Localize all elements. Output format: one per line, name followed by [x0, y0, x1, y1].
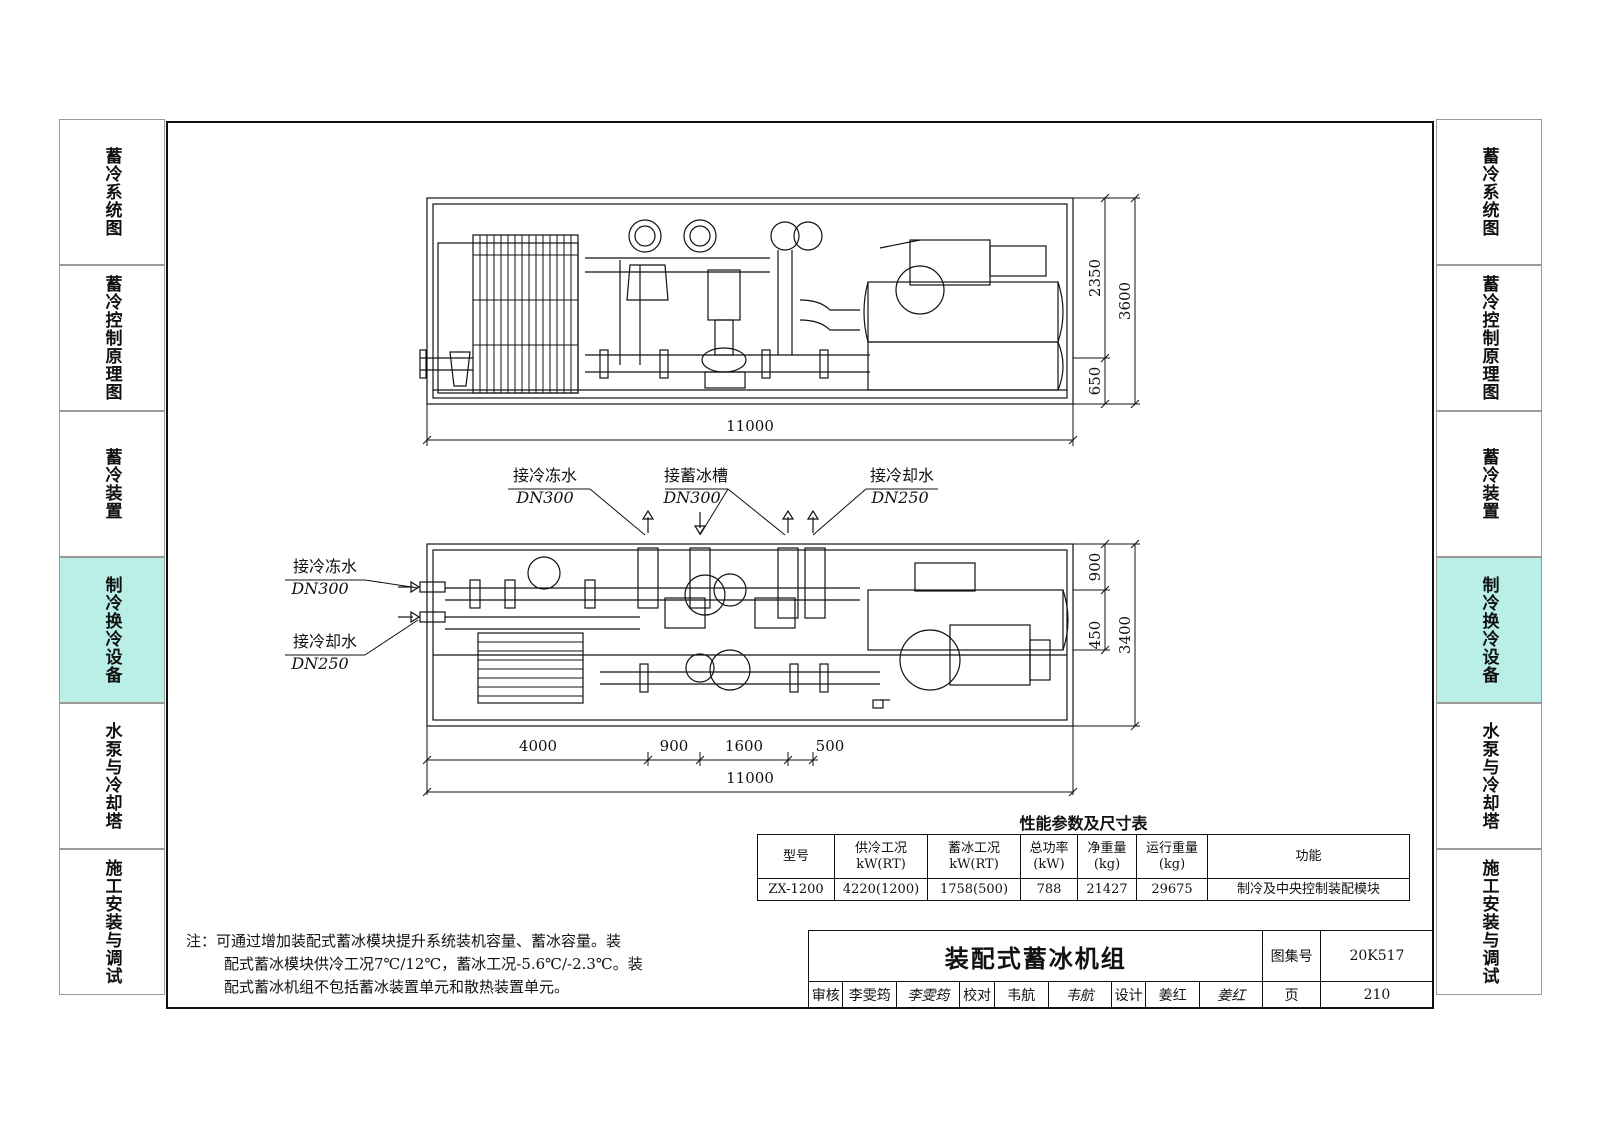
- plan-dim-450-v: 450: [1086, 621, 1104, 650]
- left-tab-storage-system[interactable]: 蓄冷系统图: [59, 119, 165, 265]
- callout-chilled-top-label: 接冷冻水: [513, 466, 577, 485]
- elevation-dim-650: 650: [1086, 367, 1104, 396]
- plan-dim-900: 900: [660, 737, 689, 755]
- table-row: ZX-1200 4220(1200) 1758(500) 788 21427 2…: [757, 878, 1410, 901]
- elevation-dimensions: [422, 193, 1140, 446]
- callout-chilled-top-size: DN300: [515, 488, 573, 507]
- plan-dim-900-v: 900: [1086, 553, 1104, 582]
- elevation-total-height: 3600: [1116, 282, 1134, 320]
- page-label: 页: [1262, 981, 1321, 1009]
- design-label: 设计: [1110, 981, 1147, 1009]
- plan-dim-500: 500: [816, 737, 845, 755]
- header-model: 型号: [757, 834, 835, 879]
- left-tab-installation[interactable]: 施工安装与调试: [59, 849, 165, 995]
- check-label: 校对: [959, 981, 995, 1009]
- callout-cooling-left-size: DN250: [290, 654, 348, 673]
- right-tab-refrigeration[interactable]: 制冷换冷设备: [1436, 557, 1542, 703]
- cell-net-weight: 21427: [1077, 878, 1137, 901]
- plate-heat-exchanger: [437, 234, 579, 394]
- callout-ice-tank-label: 接蓄冰槽: [664, 466, 728, 485]
- drawing-title: 装配式蓄冰机组: [807, 930, 1264, 982]
- drawing-frame: [166, 121, 1434, 1009]
- right-tab-installation[interactable]: 施工安装与调试: [1436, 849, 1542, 995]
- callout-cooling-top-size: DN250: [870, 488, 928, 507]
- chiller-unit: [863, 239, 1064, 391]
- plate-heat-exchanger-plan: [477, 632, 584, 704]
- atlas-label: 图集号: [1262, 930, 1321, 982]
- performance-table: 型号 供冷工况 kW(RT) 蓄冰工况 kW(RT) 总功率 (kW) 净重量 …: [757, 834, 1410, 901]
- page-number: 210: [1319, 981, 1435, 1009]
- cell-cooling: 4220(1200): [834, 878, 928, 901]
- designer-name: 姜红: [1145, 981, 1201, 1009]
- table-header-row: 型号 供冷工况 kW(RT) 蓄冰工况 kW(RT) 总功率 (kW) 净重量 …: [757, 834, 1410, 879]
- right-tab-storage-device[interactable]: 蓄冷装置: [1436, 411, 1542, 557]
- left-tab-pump-tower[interactable]: 水泵与冷却塔: [59, 703, 165, 849]
- note-line-2: 配式蓄冰模块供冷工况7℃/12℃，蓄冰工况-5.6℃/-2.3℃。装: [224, 955, 643, 973]
- plan-dim-4000: 4000: [519, 737, 557, 755]
- header-run-weight: 运行重量 (kg): [1136, 834, 1208, 879]
- right-tab-storage-system[interactable]: 蓄冷系统图: [1436, 119, 1542, 265]
- cell-run-weight: 29675: [1136, 878, 1208, 901]
- left-tab-storage-device[interactable]: 蓄冷装置: [59, 411, 165, 557]
- review-label: 审核: [807, 981, 844, 1009]
- header-power: 总功率 (kW): [1020, 834, 1078, 879]
- callout-cooling-top-label: 接冷却水: [870, 466, 934, 485]
- elevation-width-dim: 11000: [726, 417, 774, 435]
- header-function: 功能: [1207, 834, 1410, 879]
- plan-width-dim: 11000: [726, 769, 774, 787]
- note-block: 注：可通过增加装配式蓄冰模块提升系统装机容量、蓄冰容量。装 配式蓄冰模块供冷工况…: [186, 930, 726, 999]
- perf-table-title: 性能参数及尺寸表: [1019, 814, 1148, 833]
- title-block: 装配式蓄冰机组 图集号 20K517 审核 李雯筠 李雯筠 校对 韦航 韦航 设…: [807, 930, 1435, 1009]
- checker-signature: 韦航: [1047, 981, 1112, 1009]
- left-tab-refrigeration[interactable]: 制冷换冷设备: [59, 557, 165, 703]
- designer-signature: 姜红: [1199, 981, 1264, 1009]
- reviewer-name: 李雯筠: [842, 981, 898, 1009]
- cell-ice: 1758(500): [927, 878, 1021, 901]
- plan-view: [285, 488, 1074, 727]
- cell-model: ZX-1200: [757, 878, 835, 901]
- note-line-3: 配式蓄冰机组不包括蓄冰装置单元和散热装置单元。: [224, 978, 570, 996]
- left-tab-storage-control[interactable]: 蓄冷控制原理图: [59, 265, 165, 411]
- header-cooling: 供冷工况 kW(RT): [834, 834, 928, 879]
- reviewer-signature: 李雯筠: [896, 981, 961, 1009]
- elevation-view: [419, 197, 1074, 405]
- plan-total-height: 3400: [1116, 616, 1134, 654]
- header-net-weight: 净重量 (kg): [1077, 834, 1137, 879]
- atlas-number: 20K517: [1319, 930, 1435, 982]
- right-tab-pump-tower[interactable]: 水泵与冷却塔: [1436, 703, 1542, 849]
- callout-chilled-left-label: 接冷冻水: [293, 557, 357, 576]
- checker-name: 韦航: [993, 981, 1049, 1009]
- right-tab-storage-control[interactable]: 蓄冷控制原理图: [1436, 265, 1542, 411]
- callout-chilled-left-size: DN300: [290, 579, 348, 598]
- plan-dimensions: [422, 539, 1140, 797]
- callout-ice-tank-size: DN300: [662, 488, 720, 507]
- plan-leader-lines: [285, 488, 938, 656]
- chiller-plan: [867, 562, 1069, 709]
- callout-cooling-left-label: 接冷却水: [293, 632, 357, 651]
- plan-dim-1600: 1600: [725, 737, 763, 755]
- header-ice: 蓄冰工况 kW(RT): [927, 834, 1021, 879]
- elevation-dim-2350: 2350: [1086, 259, 1104, 297]
- note-line-1: 注：可通过增加装配式蓄冰模块提升系统装机容量、蓄冰容量。装: [186, 932, 622, 950]
- cell-power: 788: [1020, 878, 1078, 901]
- vertical-pump: [701, 269, 747, 389]
- cell-function: 制冷及中央控制装配模块: [1207, 878, 1410, 901]
